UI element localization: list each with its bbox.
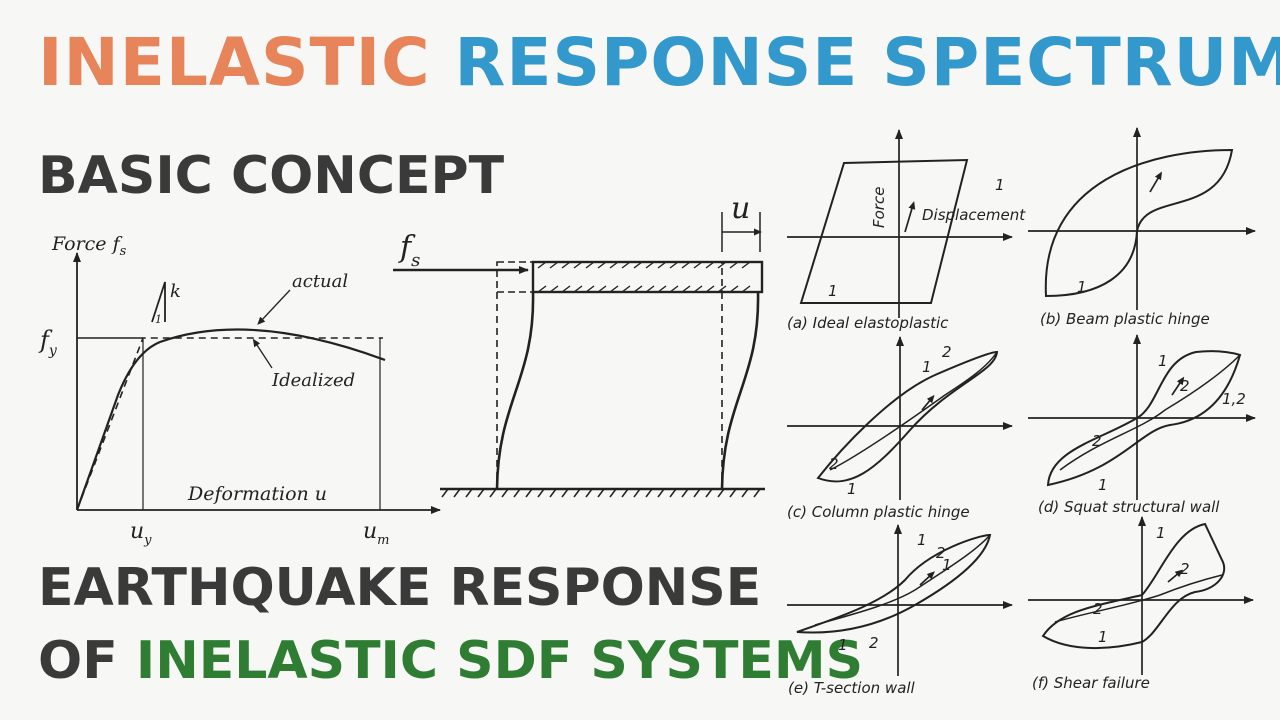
panel-f-caption: (f) Shear failure — [1032, 674, 1150, 692]
fy-label: fy — [38, 326, 58, 359]
panel-f-n1b: 1 — [1098, 628, 1108, 646]
deformed-right-column — [720, 291, 760, 490]
panel-d-arrow — [1171, 376, 1185, 396]
panel-c — [787, 336, 1013, 500]
panel-d-n12: 1,2 — [1222, 390, 1246, 408]
panel-f — [1028, 516, 1254, 675]
panel-d-n2a: 2 — [1180, 377, 1190, 395]
panel-e-loop — [796, 533, 992, 634]
panel-e-n2b: 2 — [869, 634, 879, 652]
subtitle-earthquake-response: EARTHQUAKE RESPONSE — [38, 558, 762, 618]
stiffness-label: k — [170, 281, 181, 302]
panel-e-caption: (e) T-section wall — [788, 679, 916, 697]
idealized-leader — [252, 338, 273, 369]
uy-label: uy — [130, 519, 152, 548]
panel-a-caption: (a) Ideal elastoplastic — [787, 314, 949, 332]
panel-f-n2b: 2 — [1093, 600, 1103, 618]
panel-b — [1028, 127, 1256, 310]
um-label: um — [363, 519, 390, 548]
panel-d — [1028, 334, 1256, 500]
panel-a-loop — [799, 158, 969, 304]
fd-y-label: Force fs — [51, 233, 127, 259]
title-response-spectrum: RESPONSE SPECTRUM — [454, 24, 1280, 101]
panel-c-n1b: 1 — [847, 480, 857, 498]
subtitle-basic-concept: BASIC CONCEPT — [38, 146, 505, 206]
panel-c-arrow — [921, 394, 935, 411]
slope-unit-label: 1 — [155, 313, 162, 326]
panel-e-n1a: 1 — [917, 531, 927, 549]
panel-a-n1a: 1 — [995, 176, 1005, 194]
title-inelastic: INELASTIC — [38, 24, 431, 101]
idealized-label: Idealized — [271, 370, 355, 391]
panel-b-n1: 1 — [1077, 278, 1087, 296]
slope-triangle — [151, 281, 166, 323]
panel-c-n2a: 2 — [942, 343, 952, 361]
panel-f-n2a: 2 — [1180, 560, 1190, 578]
fd-x-label: Deformation u — [187, 483, 327, 505]
panel-e-n2a: 2 — [936, 544, 946, 562]
panel-e-inner — [814, 534, 991, 626]
panel-f-loop — [1041, 522, 1225, 650]
panel-a — [787, 129, 1013, 318]
fs-label: fs — [398, 230, 420, 271]
panel-e-n1b: 1 — [942, 556, 952, 574]
displaced-slab — [531, 260, 764, 294]
u-label: u — [731, 191, 750, 226]
panel-c-caption: (c) Column plastic hinge — [787, 503, 970, 521]
panel-a-arrow — [904, 201, 916, 233]
deformed-left-column — [495, 291, 535, 490]
subtitle-inelastic-sdf: OF INELASTIC SDF SYSTEMS — [38, 635, 863, 687]
panel-d-n2b: 2 — [1092, 432, 1102, 450]
ground-hatch — [441, 488, 761, 498]
panel-c-n2b: 2 — [829, 455, 839, 473]
panel-d-n1b: 1 — [1098, 476, 1108, 494]
main-title: INELASTIC RESPONSE SPECTRUM — [38, 30, 1280, 96]
subtitle-of: OF — [38, 631, 118, 691]
panel-c-n1a: 1 — [922, 358, 932, 376]
panel-e-arrow — [919, 571, 935, 586]
panel-a-n1b: 1 — [828, 282, 838, 300]
panel-b-caption: (b) Beam plastic hinge — [1040, 310, 1210, 328]
panel-a-disp-label: Displacement — [922, 206, 1026, 224]
panel-a-force-label: Force — [870, 187, 888, 228]
actual-label: actual — [292, 271, 348, 292]
frame-diagram — [393, 212, 765, 498]
panel-d-caption: (d) Squat structural wall — [1038, 498, 1220, 516]
panel-e — [787, 524, 1013, 676]
panel-d-n1a: 1 — [1158, 352, 1168, 370]
slab-hatch — [537, 261, 751, 293]
panel-e-n1c: 1 — [838, 636, 848, 654]
panel-c-inner — [829, 351, 998, 471]
subtitle-sdf-systems: INELASTIC SDF SYSTEMS — [135, 631, 864, 691]
force-deformation-plot — [73, 252, 441, 514]
panel-d-inner — [1059, 354, 1241, 471]
panel-f-arrow — [1167, 569, 1184, 583]
panel-b-arrow — [1149, 171, 1163, 193]
panel-f-inner — [1054, 574, 1223, 623]
panel-b-loop — [1044, 148, 1234, 298]
panel-f-n1a: 1 — [1156, 524, 1166, 542]
actual-leader — [257, 289, 291, 325]
panel-d-loop — [1046, 350, 1242, 487]
